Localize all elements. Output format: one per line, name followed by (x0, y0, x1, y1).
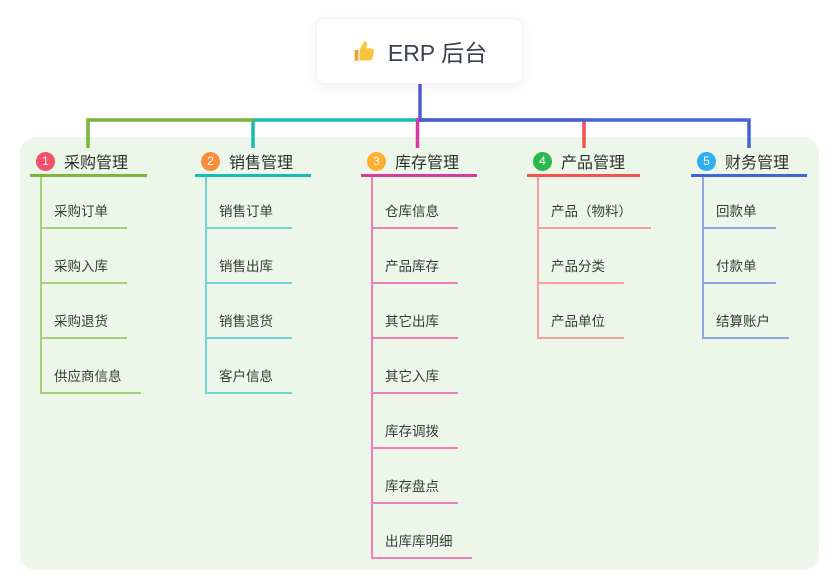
child-node[interactable]: 库存盘点 (373, 449, 458, 504)
badge-1: 1 (36, 151, 55, 171)
child-node[interactable]: 付款单 (704, 229, 776, 284)
child-node[interactable]: 采购退货 (42, 284, 127, 339)
child-node[interactable]: 销售退货 (207, 284, 292, 339)
child-node[interactable]: 出库库明细 (373, 504, 472, 559)
badge-4: 4 (533, 151, 552, 171)
badge-3: 3 (367, 151, 386, 171)
branch-label-text: 财务管理 (725, 155, 790, 172)
child-node[interactable]: 回款单 (704, 177, 776, 229)
child-node[interactable]: 库存调拨 (373, 394, 458, 449)
child-node[interactable]: 销售订单 (207, 177, 292, 229)
child-node[interactable]: 其它入库 (373, 339, 458, 394)
thumbs-up-icon (352, 39, 377, 64)
badge-5: 5 (697, 151, 716, 171)
branch-label-kucun[interactable]: 3 库存管理 (361, 148, 477, 177)
child-node[interactable]: 销售出库 (207, 229, 292, 284)
branch-children-kucun: 仓库信息 产品库存 其它出库 其它入库 库存调拨 库存盘点 出库库明细 (371, 177, 472, 559)
child-node[interactable]: 客户信息 (207, 339, 292, 394)
branch-label-text: 销售管理 (229, 155, 294, 172)
background-panel (20, 137, 819, 570)
branch-label-chanpin[interactable]: 4 产品管理 (527, 148, 640, 177)
child-node[interactable]: 采购订单 (42, 177, 127, 229)
branch-children-caigou: 采购订单 采购入库 采购退货 供应商信息 (40, 177, 141, 394)
child-node[interactable]: 产品单位 (539, 284, 624, 339)
root-label: ERP 后台 (387, 40, 488, 66)
child-node[interactable]: 产品（物料） (539, 177, 651, 229)
child-node[interactable]: 产品分类 (539, 229, 624, 284)
child-node[interactable]: 结算账户 (704, 284, 789, 339)
child-node[interactable]: 产品库存 (373, 229, 458, 284)
branch-label-caiwu[interactable]: 5 财务管理 (691, 148, 807, 177)
branch-label-text: 产品管理 (561, 155, 626, 172)
child-node[interactable]: 仓库信息 (373, 177, 458, 229)
child-node[interactable]: 其它出库 (373, 284, 458, 339)
branch-label-xiaoshou[interactable]: 2 销售管理 (195, 148, 311, 177)
child-node[interactable]: 供应商信息 (42, 339, 141, 394)
branch-children-chanpin: 产品（物料） 产品分类 产品单位 (537, 177, 651, 339)
branch-label-text: 采购管理 (64, 155, 129, 172)
root-node[interactable]: ERP 后台 (316, 18, 523, 84)
branch-children-xiaoshou: 销售订单 销售出库 销售退货 客户信息 (205, 177, 292, 394)
branch-children-caiwu: 回款单 付款单 结算账户 (702, 177, 789, 339)
child-node[interactable]: 采购入库 (42, 229, 127, 284)
branch-label-text: 库存管理 (395, 155, 460, 172)
branch-label-caigou[interactable]: 1 采购管理 (30, 148, 147, 177)
badge-2: 2 (201, 151, 220, 171)
